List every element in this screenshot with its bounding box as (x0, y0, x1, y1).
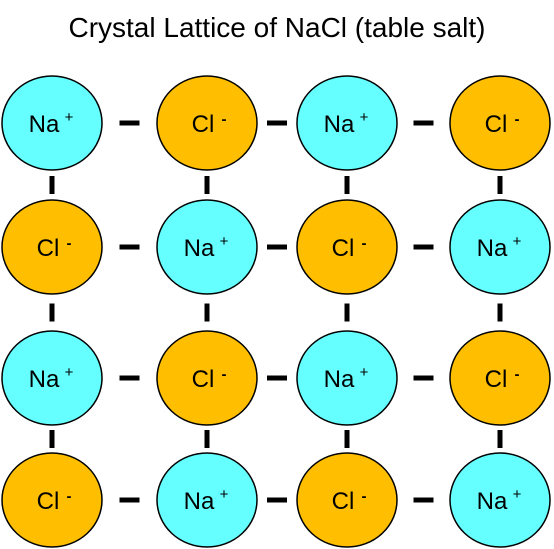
sodium-ion: Na + (296, 330, 398, 426)
chloride-ion: Cl- (1, 452, 103, 548)
ion-charge: + (220, 233, 229, 250)
sodium-ion: Na + (1, 75, 103, 171)
ion-symbol: Na (477, 488, 508, 515)
ion-symbol: Cl (485, 366, 508, 393)
ion-circle (156, 452, 258, 548)
ion-symbol: Cl (192, 111, 215, 138)
chloride-ion: Cl- (156, 75, 258, 171)
ion-circle (296, 330, 398, 426)
ion-circle (156, 75, 258, 171)
ion-charge: - (515, 366, 520, 383)
ion-symbol: Cl (192, 366, 215, 393)
ion-charge: + (220, 486, 229, 503)
chloride-ion: Cl- (449, 330, 551, 426)
ion-circle (449, 452, 551, 548)
ions: Na+Cl-Na+Cl-Cl-Na+Cl-Na+Na+Cl-Na+Cl-Cl-N… (1, 75, 551, 548)
ion-circle (296, 452, 398, 548)
ion-circle (1, 75, 103, 171)
ion-circle (449, 199, 551, 295)
sodium-ion: Na + (1, 330, 103, 426)
sodium-ion: Na + (156, 199, 258, 295)
ion-charge: - (67, 488, 72, 505)
ion-symbol: Cl (37, 488, 60, 515)
ion-symbol: Cl (37, 235, 60, 262)
ion-circle (449, 330, 551, 426)
sodium-ion: Na + (156, 452, 258, 548)
ion-symbol: Na (184, 235, 215, 262)
ion-charge: - (222, 366, 227, 383)
ion-charge: - (67, 235, 72, 252)
ion-charge: + (65, 109, 74, 126)
chloride-ion: Cl- (296, 452, 398, 548)
ion-symbol: Cl (485, 111, 508, 138)
ion-circle (296, 75, 398, 171)
ion-circle (1, 199, 103, 295)
diagram-title: Crystal Lattice of NaCl (table salt) (68, 12, 486, 43)
ion-circle (156, 330, 258, 426)
ion-charge: + (360, 109, 369, 126)
ion-circle (1, 330, 103, 426)
ion-charge: + (360, 364, 369, 381)
ion-circle (1, 452, 103, 548)
ion-charge: + (513, 486, 522, 503)
ion-charge: - (362, 488, 367, 505)
sodium-ion: Na + (449, 199, 551, 295)
ion-symbol: Na (29, 111, 60, 138)
ion-symbol: Na (324, 366, 355, 393)
ion-charge: + (65, 364, 74, 381)
chloride-ion: Cl- (1, 199, 103, 295)
sodium-ion: Na + (449, 452, 551, 548)
ion-charge: + (513, 233, 522, 250)
ion-circle (296, 199, 398, 295)
ion-symbol: Cl (332, 488, 355, 515)
ion-symbol: Na (324, 111, 355, 138)
ion-charge: - (222, 111, 227, 128)
ion-symbol: Cl (332, 235, 355, 262)
ionic-bonds (49, 120, 503, 503)
chloride-ion: Cl- (156, 330, 258, 426)
ion-charge: - (515, 111, 520, 128)
ion-symbol: Na (477, 235, 508, 262)
ion-circle (449, 75, 551, 171)
ion-symbol: Na (184, 488, 215, 515)
ion-charge: - (362, 235, 367, 252)
ion-symbol: Na (29, 366, 60, 393)
chloride-ion: Cl- (296, 199, 398, 295)
chloride-ion: Cl- (449, 75, 551, 171)
sodium-ion: Na + (296, 75, 398, 171)
ion-circle (156, 199, 258, 295)
